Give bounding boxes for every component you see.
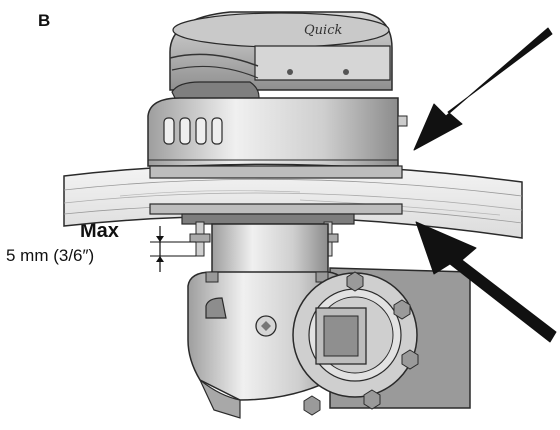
windlass-upper-body: Quick — [147, 11, 408, 167]
figure-label: B — [38, 11, 51, 30]
max-label: Max — [80, 220, 119, 242]
brand-logo: Quick — [304, 23, 342, 38]
dimension-marker — [150, 226, 196, 272]
deck-flange-bottom — [149, 203, 403, 215]
max-dimension-value: 5 mm (3/6″) — [6, 246, 95, 265]
arrow-upper — [413, 27, 553, 151]
motor-flange — [292, 271, 419, 416]
arrow-lower — [415, 221, 557, 343]
deck-flange-top — [149, 165, 403, 179]
